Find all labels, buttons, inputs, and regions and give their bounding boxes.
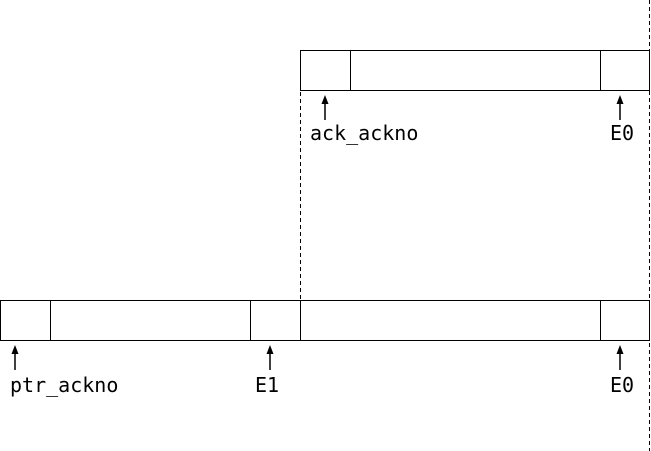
label-e1: E1 — [255, 373, 279, 397]
label-e0-upper: E0 — [610, 121, 634, 145]
upper-buffer — [300, 50, 650, 91]
arrow-up-icon — [321, 95, 329, 120]
upper-buffer-cell-last — [600, 50, 650, 91]
arrow-up-icon — [11, 345, 19, 370]
lower-buffer-cell-middle — [50, 300, 251, 341]
lower-buffer-cell-last — [600, 300, 650, 341]
arrow-up-icon — [616, 345, 624, 370]
lower-buffer-cell-extension — [300, 300, 601, 341]
arrow-up-icon — [266, 345, 274, 370]
upper-buffer-cell-first — [300, 50, 351, 91]
lower-buffer-cell-first — [0, 300, 51, 341]
lower-buffer-cell-e1 — [250, 300, 301, 341]
label-ack-ackno: ack_ackno — [310, 121, 418, 145]
label-ptr-ackno: ptr_ackno — [10, 373, 118, 397]
label-e0-lower: E0 — [610, 373, 634, 397]
upper-buffer-cell-middle — [350, 50, 601, 91]
lower-buffer — [0, 300, 650, 341]
arrow-up-icon — [616, 95, 624, 120]
